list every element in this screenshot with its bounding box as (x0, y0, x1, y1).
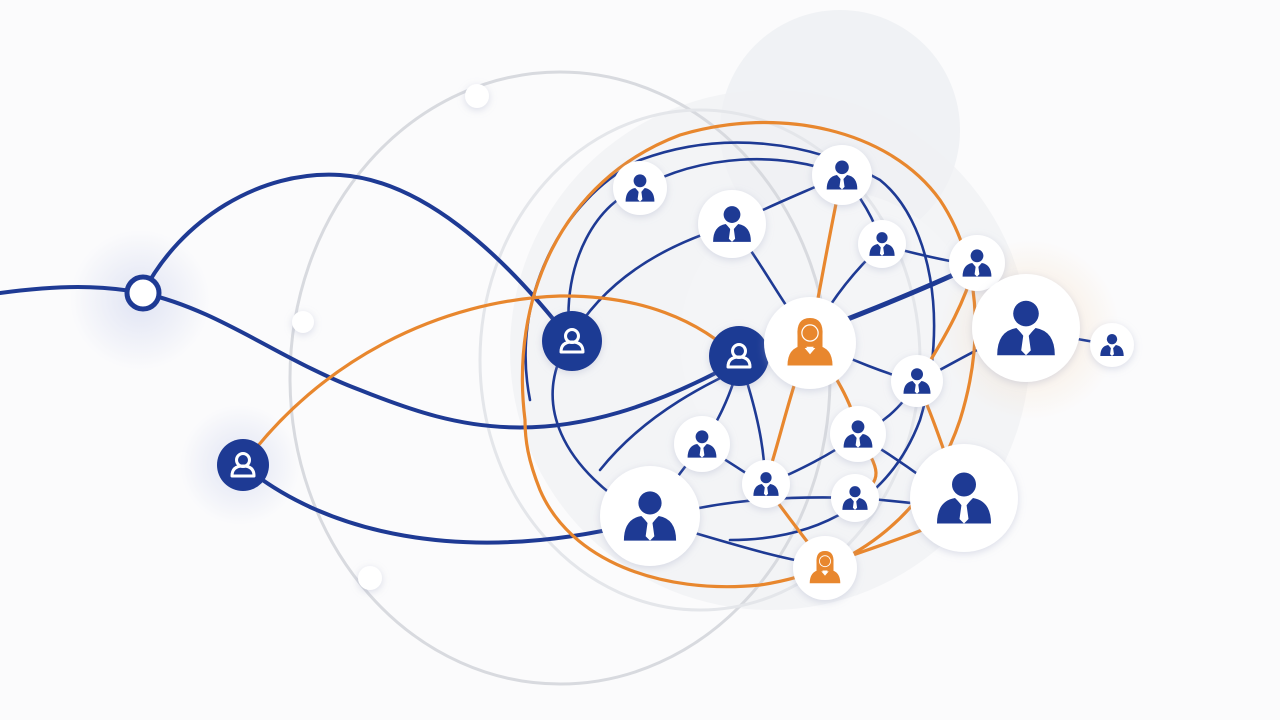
node-mid-7[interactable] (831, 474, 879, 522)
node-top-3[interactable] (812, 145, 872, 205)
node-top-2[interactable] (698, 190, 766, 258)
node-mid-3[interactable] (891, 355, 943, 407)
orbit-dots (292, 84, 489, 590)
node-woman-bottom[interactable] (793, 536, 857, 600)
node-left-solid[interactable] (217, 439, 269, 491)
person-nodes (600, 145, 1134, 566)
node-far-right[interactable] (1090, 323, 1134, 367)
node-top-1[interactable] (613, 161, 667, 215)
node-mid-1[interactable] (858, 220, 906, 268)
node-man-large-right[interactable] (972, 274, 1080, 382)
node-mid-6[interactable] (742, 460, 790, 508)
node-center-2[interactable] (709, 326, 769, 386)
node-man-right-lower[interactable] (910, 444, 1018, 552)
node-woman-main[interactable] (764, 297, 856, 389)
node-center-1[interactable] (542, 311, 602, 371)
woman-nodes (764, 297, 857, 600)
node-mid-2[interactable] (949, 235, 1005, 291)
node-mid-5[interactable] (674, 416, 730, 472)
node-mid-4[interactable] (830, 406, 886, 462)
node-left-ring[interactable] (124, 274, 162, 312)
node-man-left-lower[interactable] (600, 466, 700, 566)
